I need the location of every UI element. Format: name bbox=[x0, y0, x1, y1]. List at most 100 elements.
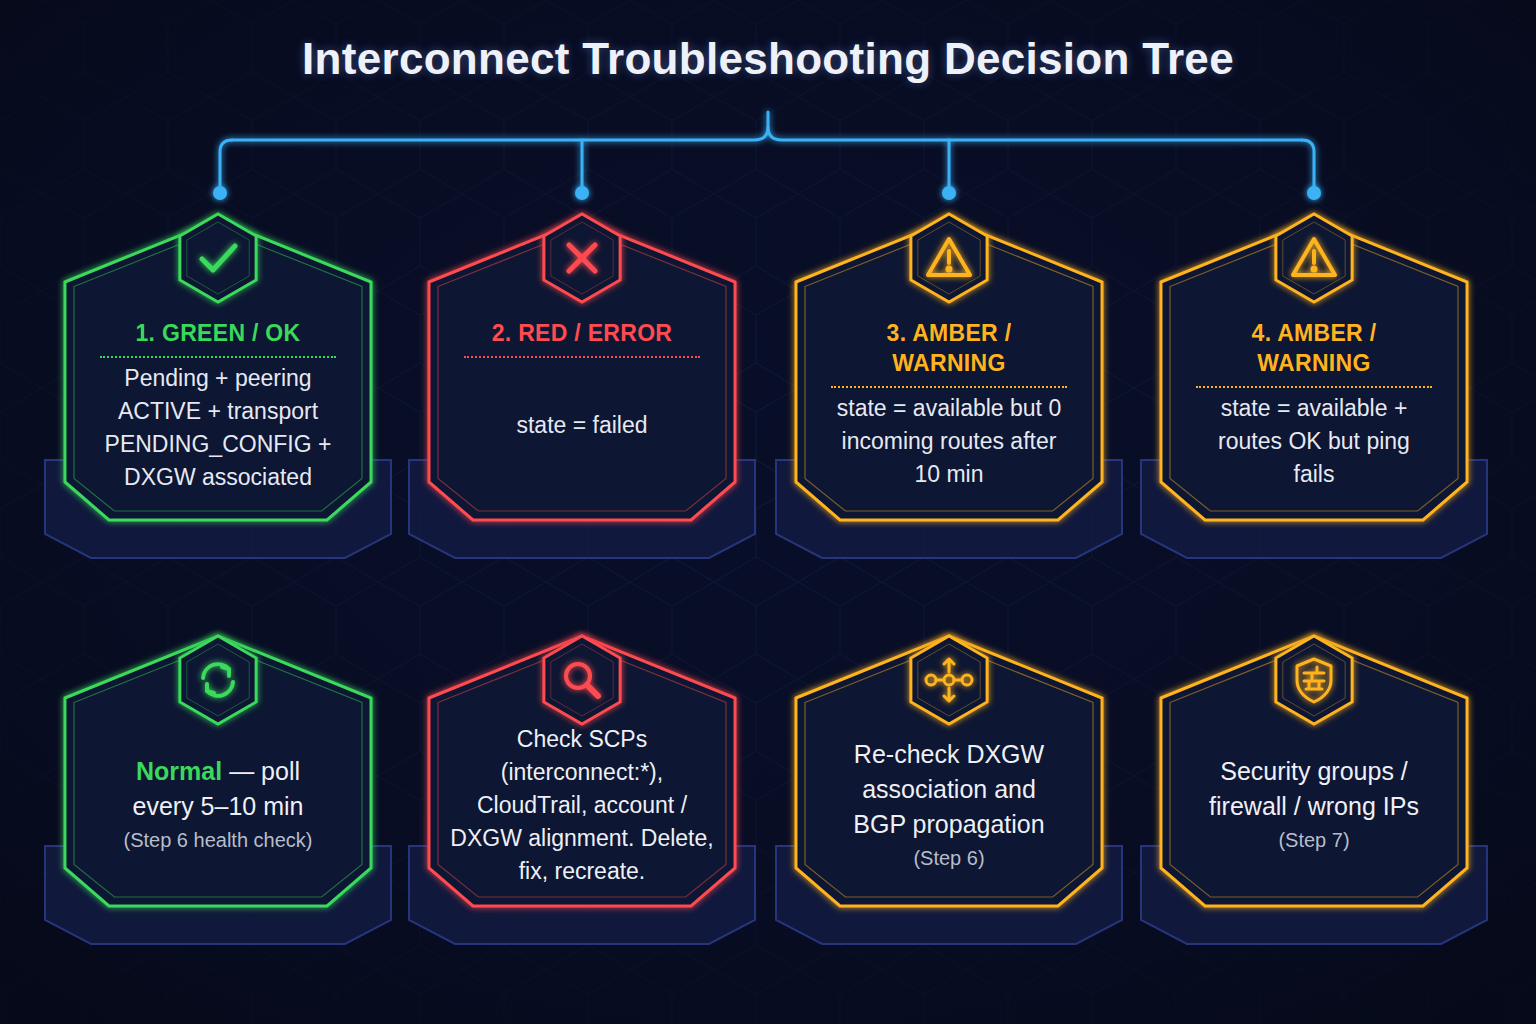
box-content: Security groups / firewall / wrong IPs (S… bbox=[1161, 724, 1467, 886]
icon-badge-inner bbox=[551, 644, 613, 716]
text-block: state = available + routes OK but ping f… bbox=[1198, 392, 1430, 491]
flow-arrow bbox=[1312, 560, 1317, 630]
status-icon bbox=[911, 214, 987, 302]
text-row: Check SCPs (interconnect:*), CloudTrail,… bbox=[447, 723, 717, 888]
warn-icon bbox=[928, 239, 970, 275]
step-note: (Step 6) bbox=[913, 847, 984, 869]
action-box: Security groups / firewall / wrong IPs (S… bbox=[1161, 636, 1467, 948]
network-icon bbox=[926, 659, 972, 701]
bracket-dot bbox=[213, 186, 227, 200]
step-note: (Step 6 health check) bbox=[124, 829, 313, 851]
text-row: 4. AMBER / WARNING bbox=[1198, 318, 1430, 378]
text-block: Normal— poll every 5–10 min bbox=[118, 754, 318, 824]
text-block: Pending + peering ACTIVE + transport PEN… bbox=[93, 362, 343, 494]
box-text: Security groups / firewall / wrong IPs bbox=[1209, 757, 1419, 820]
box-inner-border bbox=[805, 229, 1093, 511]
box-text: state = failed bbox=[516, 412, 647, 438]
box-content: 1. GREEN / OKPending + peering ACTIVE + … bbox=[65, 318, 371, 488]
bracket-line bbox=[220, 140, 232, 188]
status-heading: 4. AMBER / WARNING bbox=[1252, 320, 1377, 376]
icon-badge bbox=[544, 214, 620, 302]
icon-badge bbox=[1276, 636, 1352, 724]
status-box: 2. RED / ERROR state = failed bbox=[429, 220, 735, 560]
bracket-line bbox=[581, 140, 584, 188]
icon-badge bbox=[544, 636, 620, 724]
status-icon bbox=[544, 636, 620, 724]
bracket-dot bbox=[942, 186, 956, 200]
status-icon bbox=[180, 636, 256, 724]
box-content: 2. RED / ERROR state = failed bbox=[429, 318, 735, 488]
box-border bbox=[65, 220, 371, 520]
dotted-divider bbox=[464, 356, 700, 358]
box-content: 3. AMBER / WARNING state = available but … bbox=[796, 318, 1102, 488]
bracket-line bbox=[948, 140, 951, 188]
box-content: Re-check DXGW association and BGP propag… bbox=[796, 724, 1102, 886]
box-border bbox=[1161, 636, 1467, 906]
search-icon bbox=[566, 664, 598, 696]
shield-icon bbox=[1297, 659, 1331, 702]
bracket-dot bbox=[1307, 186, 1321, 200]
status-box: 1. GREEN / OK Pending + peering ACTIVE + … bbox=[65, 220, 371, 560]
text-row: 2. RED / ERROR bbox=[457, 318, 707, 348]
text-row: state = failed bbox=[457, 362, 707, 488]
text-row: (Step 6 health check) bbox=[118, 824, 318, 856]
icon-badge-inner bbox=[1283, 644, 1345, 716]
status-box: 3. AMBER / WARNING state = available but … bbox=[796, 220, 1102, 560]
box-border bbox=[796, 636, 1102, 906]
text-row: 1. GREEN / OK bbox=[93, 318, 343, 348]
refresh-icon bbox=[203, 664, 233, 696]
flow-arrow bbox=[947, 560, 952, 630]
text-block: (Step 6 health check) bbox=[118, 824, 318, 856]
text-row: 3. AMBER / WARNING bbox=[833, 318, 1065, 378]
status-heading: 2. RED / ERROR bbox=[492, 320, 673, 346]
icon-badge-inner bbox=[187, 222, 249, 294]
text-block: Security groups / firewall / wrong IPs bbox=[1198, 754, 1430, 824]
icon-badge-inner bbox=[918, 222, 980, 294]
text-block: 4. AMBER / WARNING bbox=[1198, 318, 1430, 378]
bracket-line bbox=[1302, 140, 1314, 188]
status-icon bbox=[180, 214, 256, 302]
box-text: Normal bbox=[136, 757, 222, 785]
dotted-divider bbox=[1196, 386, 1432, 388]
bracket-dot bbox=[575, 186, 589, 200]
box-text: state = available but 0 incoming routes … bbox=[837, 395, 1061, 487]
action-box: Check SCPs (interconnect:*), CloudTrail,… bbox=[429, 636, 735, 948]
icon-badge bbox=[180, 214, 256, 302]
status-heading: 3. AMBER / WARNING bbox=[887, 320, 1012, 376]
text-row: Pending + peering ACTIVE + transport PEN… bbox=[93, 362, 343, 494]
status-icon bbox=[911, 636, 987, 724]
text-row: state = available + routes OK but ping f… bbox=[1198, 392, 1430, 491]
box-border bbox=[796, 220, 1102, 520]
text-row: Re-check DXGW association and BGP propag… bbox=[842, 737, 1057, 842]
check-icon bbox=[202, 246, 235, 270]
box-border bbox=[1161, 220, 1467, 520]
text-block: state = available but 0 incoming routes … bbox=[833, 392, 1065, 491]
text-block: 1. GREEN / OK bbox=[93, 318, 343, 348]
status-box: 4. AMBER / WARNING state = available + ro… bbox=[1161, 220, 1467, 560]
icon-badge bbox=[180, 636, 256, 724]
box-text: Re-check DXGW association and BGP propag… bbox=[853, 740, 1044, 838]
text-block: Re-check DXGW association and BGP propag… bbox=[842, 737, 1057, 842]
icon-badge-inner bbox=[1283, 222, 1345, 294]
icon-badge-inner bbox=[551, 222, 613, 294]
text-block: (Step 7) bbox=[1198, 824, 1430, 856]
action-box: Re-check DXGW association and BGP propag… bbox=[796, 636, 1102, 948]
box-inner-border bbox=[1170, 229, 1458, 511]
diagram-title: Interconnect Troubleshooting Decision Tr… bbox=[0, 34, 1536, 84]
bracket-line bbox=[232, 112, 768, 140]
text-row: Normal— poll every 5–10 min bbox=[118, 754, 318, 824]
text-block: 2. RED / ERROR bbox=[457, 318, 707, 348]
text-block: (Step 6) bbox=[842, 842, 1057, 874]
hexagon-outline bbox=[1161, 220, 1467, 560]
warn-icon bbox=[1293, 239, 1335, 275]
status-icon bbox=[1276, 636, 1352, 724]
text-row: (Step 6) bbox=[842, 842, 1057, 874]
cross-icon bbox=[569, 245, 595, 271]
hexagon-outline bbox=[429, 220, 735, 560]
bracket-dots bbox=[213, 186, 1321, 200]
box-border bbox=[65, 636, 371, 906]
text-row: state = available but 0 incoming routes … bbox=[833, 392, 1065, 491]
